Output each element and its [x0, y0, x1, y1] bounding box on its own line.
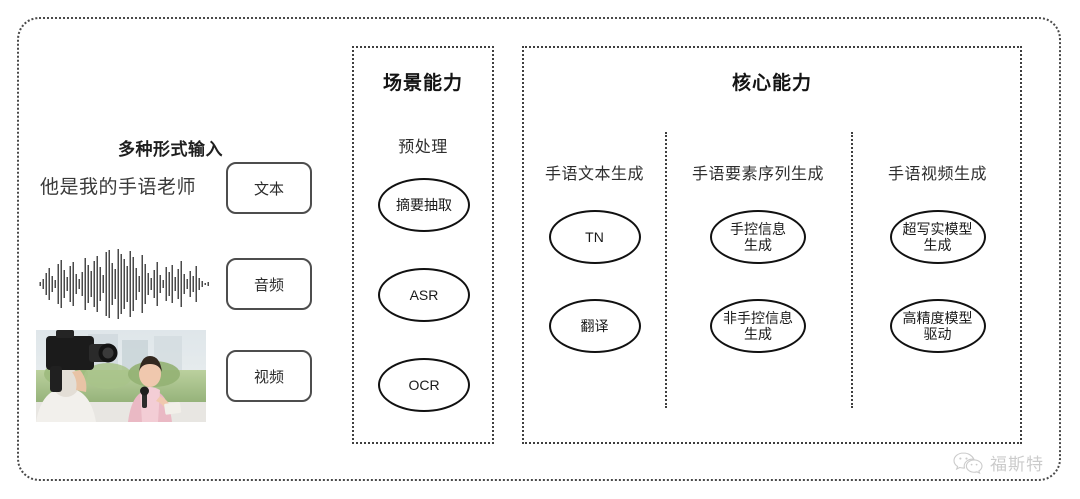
node-ocr[interactable]: OCR — [378, 358, 470, 412]
input-row-text: 他是我的手语老师 文本 — [34, 162, 334, 214]
core-column-divider-2 — [851, 132, 853, 408]
modality-button-audio[interactable]: 音频 — [226, 258, 312, 310]
video-thumbnail — [36, 330, 206, 422]
core-capability-panel: 核心能力 手语文本生成 TN 翻译 手语要素序列生成 手控信息生成 非手控信息生… — [522, 46, 1022, 444]
node-asr[interactable]: ASR — [378, 268, 470, 322]
core-column-2-header: 手语要素序列生成 — [691, 166, 824, 183]
node-tn[interactable]: TN — [548, 210, 641, 264]
node-summary-extraction[interactable]: 摘要抽取 — [378, 178, 470, 232]
diagram-outer-frame — [17, 17, 1061, 481]
core-column-element-sequence: 手语要素序列生成 手控信息生成 非手控信息生成 — [665, 48, 851, 442]
video-thumbnail-image — [36, 330, 206, 422]
input-section: 多种形式输入 他是我的手语老师 文本 — [34, 30, 334, 460]
modality-button-video[interactable]: 视频 — [226, 350, 312, 402]
sample-text: 他是我的手语老师 — [40, 177, 197, 198]
scene-capability-panel: 场景能力 预处理 摘要抽取 ASR OCR — [352, 46, 494, 444]
core-column-video-generation: 手语视频生成 超写实模型生成 高精度模型驱动 — [851, 48, 1024, 442]
scene-panel-title: 场景能力 — [382, 73, 463, 94]
scene-panel-subtitle: 预处理 — [398, 139, 448, 156]
node-non-manual-info-generation[interactable]: 非手控信息生成 — [710, 299, 806, 353]
node-hyperrealistic-model-generation[interactable]: 超写实模型生成 — [889, 210, 986, 264]
audio-waveform-icon — [39, 249, 209, 319]
modality-button-text[interactable]: 文本 — [226, 162, 312, 214]
watermark-text: 福斯特 — [990, 455, 1044, 474]
node-translation[interactable]: 翻译 — [548, 299, 641, 353]
core-column-1-header: 手语文本生成 — [544, 166, 644, 183]
multi-input-heading: 多种形式输入 — [118, 140, 223, 159]
wechat-icon — [953, 451, 983, 474]
node-manual-info-generation[interactable]: 手控信息生成 — [710, 210, 806, 264]
input-row-video: 视频 — [34, 330, 334, 422]
core-panel-title: 核心能力 — [731, 73, 812, 94]
core-column-text-generation: 手语文本生成 TN 翻译 — [524, 48, 665, 442]
input-row-audio: 音频 — [34, 249, 334, 319]
core-column-3-header: 手语视频生成 — [887, 166, 987, 183]
watermark: 福斯特 — [953, 450, 1044, 475]
node-high-precision-model-driving[interactable]: 高精度模型驱动 — [889, 299, 986, 353]
core-column-divider-1 — [665, 132, 667, 408]
